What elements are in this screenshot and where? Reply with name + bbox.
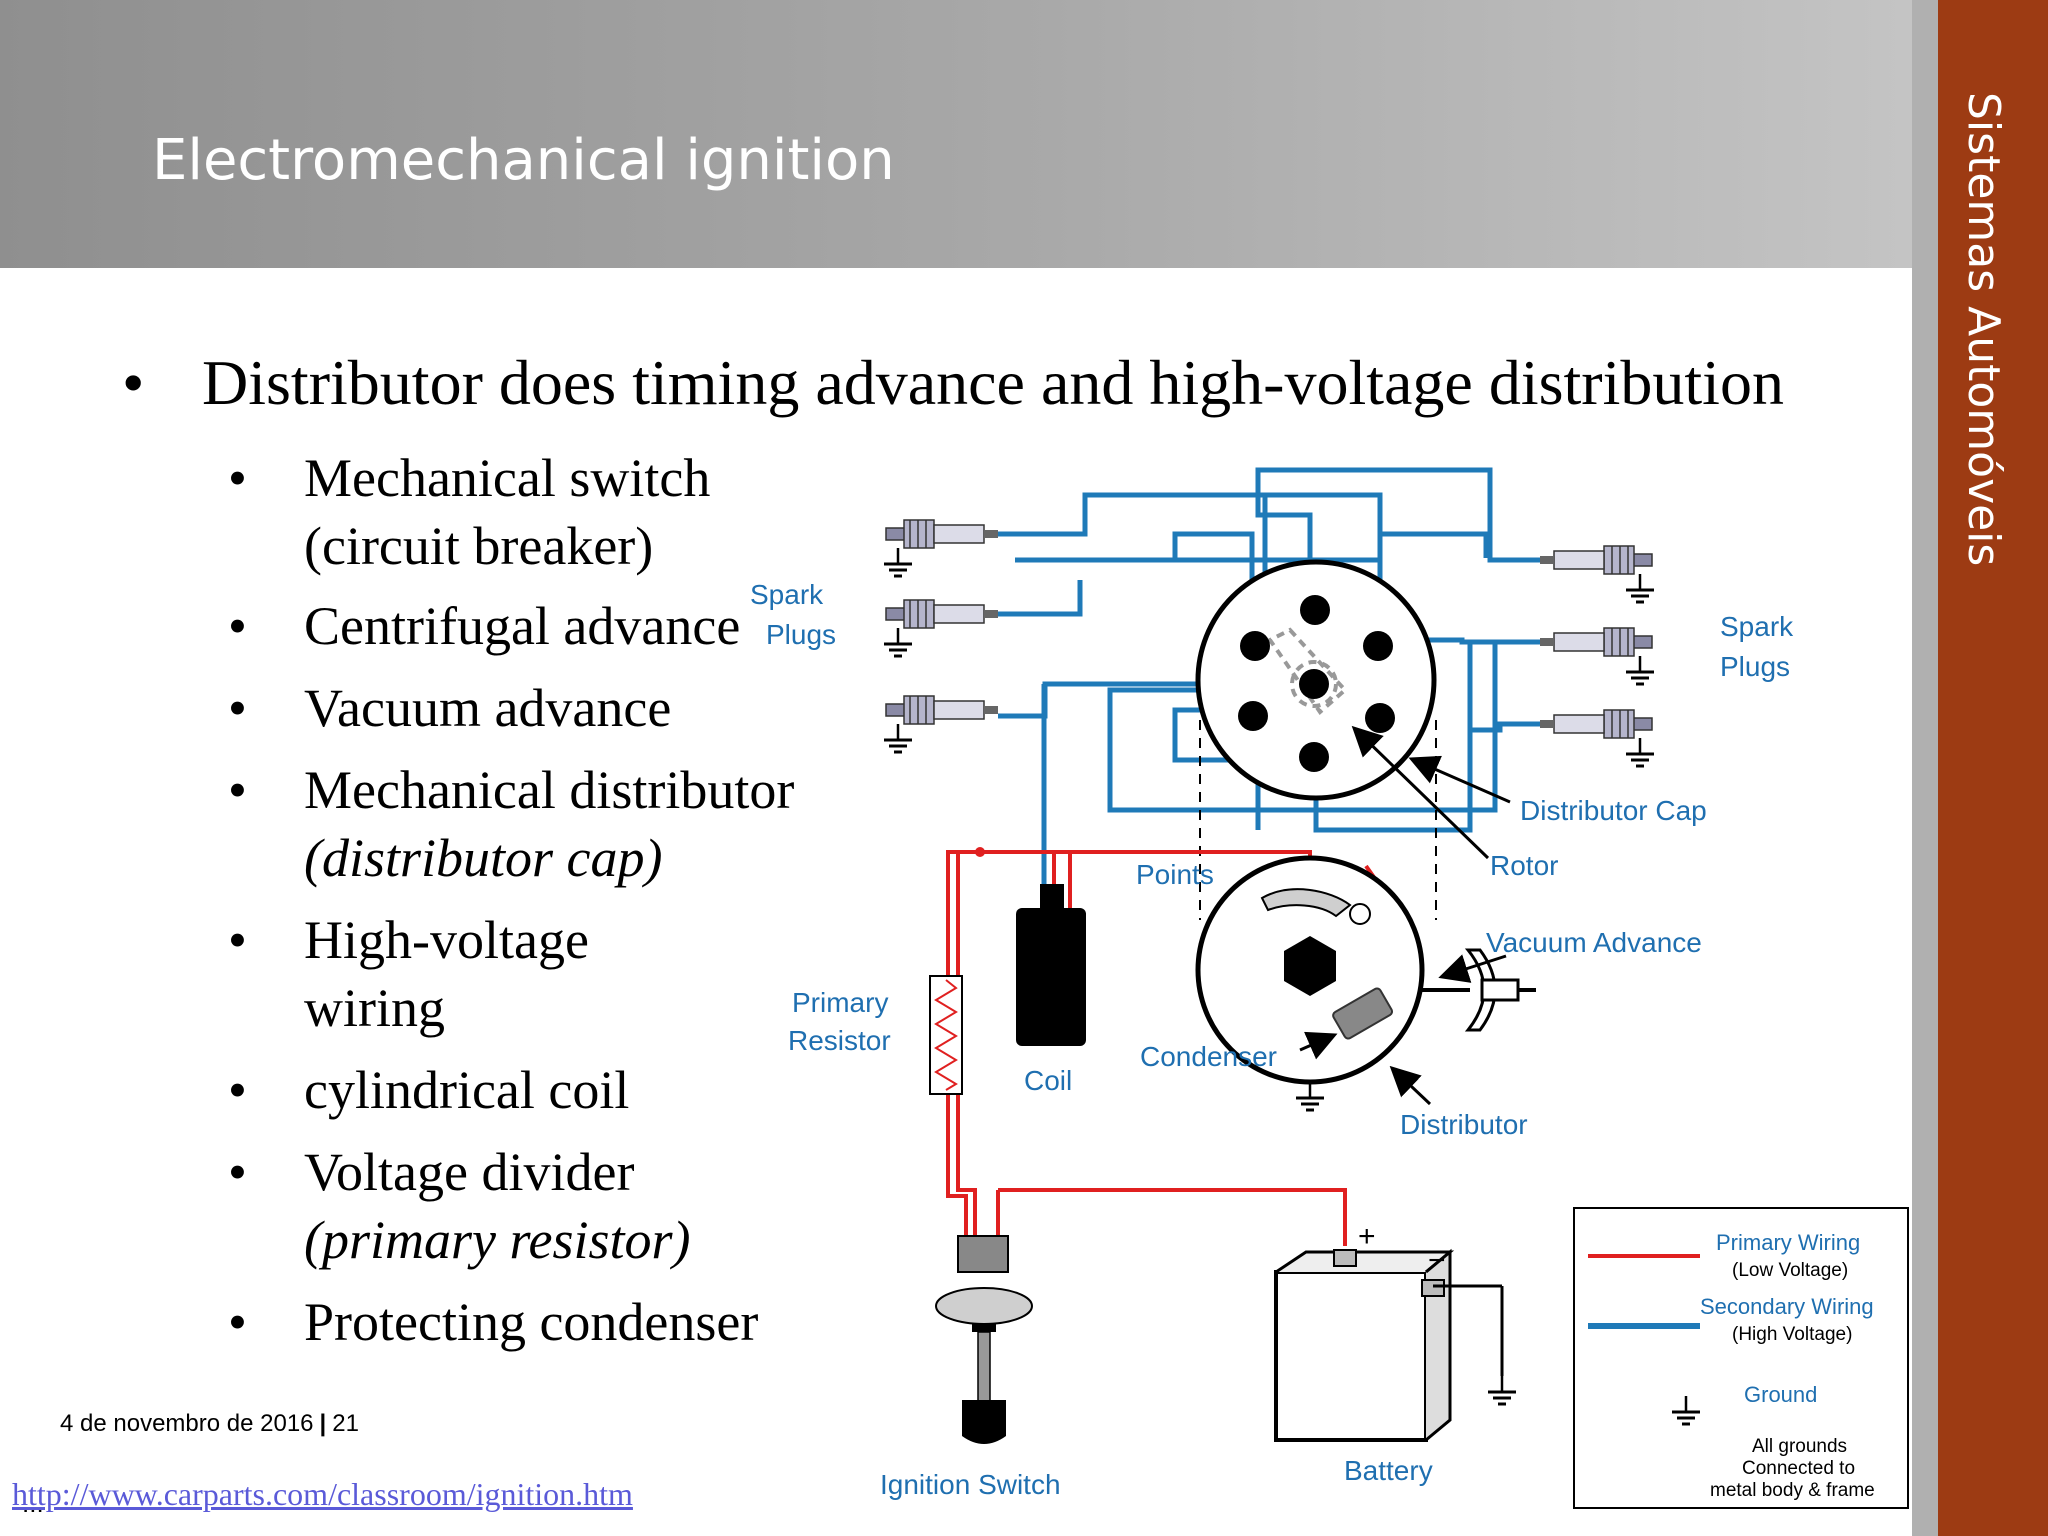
main-bullet-text: Distributor does timing advance and high… <box>202 347 1784 418</box>
battery <box>1274 1248 1518 1442</box>
spark-plug-icon <box>885 599 999 629</box>
bullet-icon: • <box>228 1060 247 1120</box>
sub-bullet-line: (primary resistor) <box>304 1210 691 1270</box>
primary-resistor <box>929 975 963 1095</box>
label-primary-resistor: Resistor <box>788 1025 891 1056</box>
label-spark-plugs-right: Spark <box>1720 611 1794 642</box>
sub-bullet-line: High-voltage <box>304 910 589 970</box>
sub-bullet-line: Vacuum advance <box>304 678 672 738</box>
ignition-coil <box>1016 884 1086 1046</box>
bullet-icon: • <box>228 448 247 508</box>
title-bar <box>0 0 1912 268</box>
battery-plus-label: + <box>1358 1220 1376 1253</box>
label-ignition-switch: Ignition Switch <box>880 1469 1061 1500</box>
label-primary-resistor: Primary <box>792 987 888 1018</box>
ignition-diagram: Spark Plugs Spark Plugs Distributor Cap … <box>750 467 1909 1509</box>
legend-primary-note: (Low Voltage) <box>1732 1260 1848 1281</box>
bullet-icon: • <box>122 347 145 418</box>
battery-minus-label: − <box>1428 1244 1446 1277</box>
label-spark-plugs-left: Spark <box>750 579 824 610</box>
distributor-cap <box>1195 559 1437 801</box>
label-battery: Battery <box>1344 1455 1433 1486</box>
sidebar-title: Sistemas Automóveis <box>1958 92 2009 567</box>
label-spark-plugs-right: Plugs <box>1720 651 1790 682</box>
legend-ground-note: All grounds <box>1752 1436 1847 1457</box>
distributor <box>1195 855 1425 1112</box>
sub-bullet-line: Protecting condenser <box>304 1292 759 1352</box>
spark-plug-icon <box>885 519 999 549</box>
footer-date: 4 de novembro de 2016 <box>60 1410 314 1437</box>
page-number: 21 <box>332 1410 359 1437</box>
ellipsis: ... <box>22 1488 44 1518</box>
legend-ground-note: metal body & frame <box>1710 1480 1875 1501</box>
label-distributor-cap: Distributor Cap <box>1520 795 1707 826</box>
bullet-icon: • <box>228 1142 247 1202</box>
bullet-icon: • <box>228 1292 247 1352</box>
sub-bullet-line: Mechanical switch <box>304 448 711 508</box>
label-condenser: Condenser <box>1140 1041 1277 1072</box>
bullet-icon: • <box>228 760 247 820</box>
ignition-switch <box>935 1235 1033 1444</box>
sub-bullet-line: Mechanical distributor <box>304 760 795 820</box>
spark-plug-icon <box>1539 627 1653 657</box>
sub-bullet-line: Centrifugal advance <box>304 596 741 656</box>
sidebar <box>1938 0 2048 1536</box>
slide-footer: 4 de novembro de 2016|21 <box>60 1410 359 1438</box>
label-points: Points <box>1136 859 1214 890</box>
sub-bullet-line: wiring <box>304 978 445 1038</box>
legend-secondary-label: Secondary Wiring <box>1700 1294 1874 1319</box>
spark-plug-icon <box>885 695 999 725</box>
sub-bullet-line: (circuit breaker) <box>304 516 654 576</box>
legend-primary-label: Primary Wiring <box>1716 1230 1860 1255</box>
sub-bullet-line: Voltage divider <box>304 1142 635 1202</box>
legend-ground-label: Ground <box>1744 1382 1817 1407</box>
sidebar-divider <box>1912 0 1938 1536</box>
label-rotor: Rotor <box>1490 850 1558 881</box>
label-coil: Coil <box>1024 1065 1072 1096</box>
sub-bullet-line: (distributor cap) <box>304 828 663 888</box>
bullet-icon: • <box>228 596 247 656</box>
vacuum-advance <box>1420 948 1536 1032</box>
spark-plug-icon <box>1539 709 1653 739</box>
label-distributor: Distributor <box>1400 1109 1528 1140</box>
label-spark-plugs-left: Plugs <box>766 619 836 650</box>
spark-plug-icon <box>1539 545 1653 575</box>
bullet-icon: • <box>228 910 247 970</box>
legend: Primary Wiring (Low Voltage) Secondary W… <box>1573 1207 1909 1509</box>
source-link[interactable]: http://www.carparts.com/classroom/igniti… <box>12 1476 633 1512</box>
slide-title: Electromechanical ignition <box>152 128 895 193</box>
bullet-icon: • <box>228 678 247 738</box>
legend-secondary-note: (High Voltage) <box>1732 1324 1852 1345</box>
legend-ground-note: Connected to <box>1742 1458 1855 1479</box>
label-vacuum-advance: Vacuum Advance <box>1486 927 1702 958</box>
sub-bullet-line: cylindrical coil <box>304 1060 630 1120</box>
footer-separator: | <box>319 1410 327 1437</box>
